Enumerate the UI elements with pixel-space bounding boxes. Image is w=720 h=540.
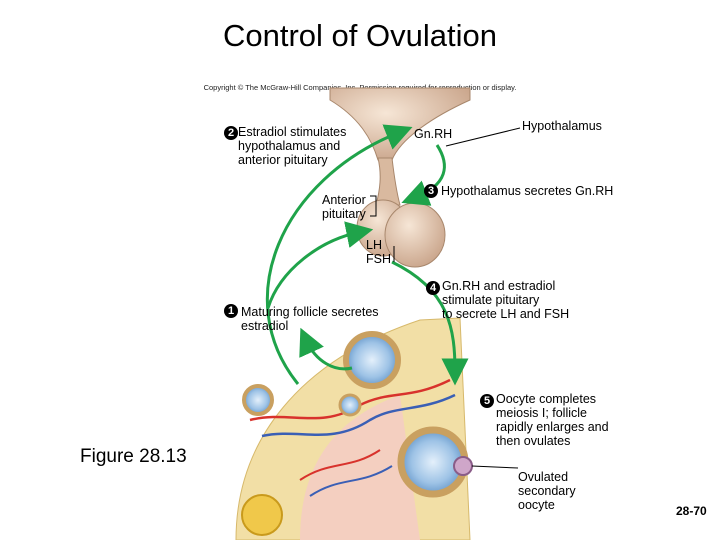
step-1-badge: 1 [224, 304, 238, 318]
figure-label: Figure 28.13 [80, 446, 187, 467]
arrow-follicle-secretes-estradiol [299, 327, 353, 371]
maturing-follicle [343, 331, 401, 389]
step-4-badge: 4 [426, 281, 440, 295]
step-3-text: Hypothalamus secretes Gn.RH [441, 184, 614, 198]
blood-vessel [299, 449, 381, 481]
arrow-lh-fsh-to-ovary [391, 260, 469, 386]
leader-anterior-pituitary [370, 195, 377, 217]
oocyte [453, 456, 473, 476]
small-follicle [242, 384, 274, 416]
gnrh-label: Gn.RH [414, 127, 453, 141]
arrow-estradiol-to-hypothalamus [265, 124, 413, 385]
step-3-badge: 3 [424, 184, 438, 198]
corpus-body [241, 494, 283, 536]
leader-hypothalamus [445, 127, 521, 147]
arrow-estradiol-to-pituitary [266, 221, 374, 309]
hypothalamus-label: Hypothalamus [522, 119, 602, 133]
pituitary-stalk [375, 157, 401, 206]
blood-vessel [261, 393, 456, 438]
ovary-medulla [300, 395, 420, 540]
lh-fsh-label: LH FSH [366, 238, 391, 266]
ovulated-oocyte-label: Ovulated secondary oocyte [518, 470, 576, 512]
step-2-badge: 2 [224, 126, 238, 140]
step-5-text: Oocyte completes meiosis I; follicle rap… [496, 392, 609, 448]
anterior-pituitary-label: Anterior pituitary [322, 193, 366, 221]
step-1-text: Maturing follicle secretes estradiol [241, 305, 379, 333]
page-title: Control of Ovulation [223, 18, 497, 53]
leader-ovulated-oocyte [471, 465, 519, 469]
hypothalamus-tissue [329, 87, 471, 161]
small-follicle [338, 393, 362, 417]
step-4-text: Gn.RH and estradiol stimulate pituitary … [442, 279, 570, 321]
slide-number: 28-70 [676, 504, 707, 518]
blood-vessel [309, 465, 393, 497]
step-2-text: Estradiol stimulates hypothalamus and an… [238, 125, 347, 167]
step-5-badge: 5 [480, 394, 494, 408]
arrow-gnrh-to-pituitary [401, 144, 446, 206]
